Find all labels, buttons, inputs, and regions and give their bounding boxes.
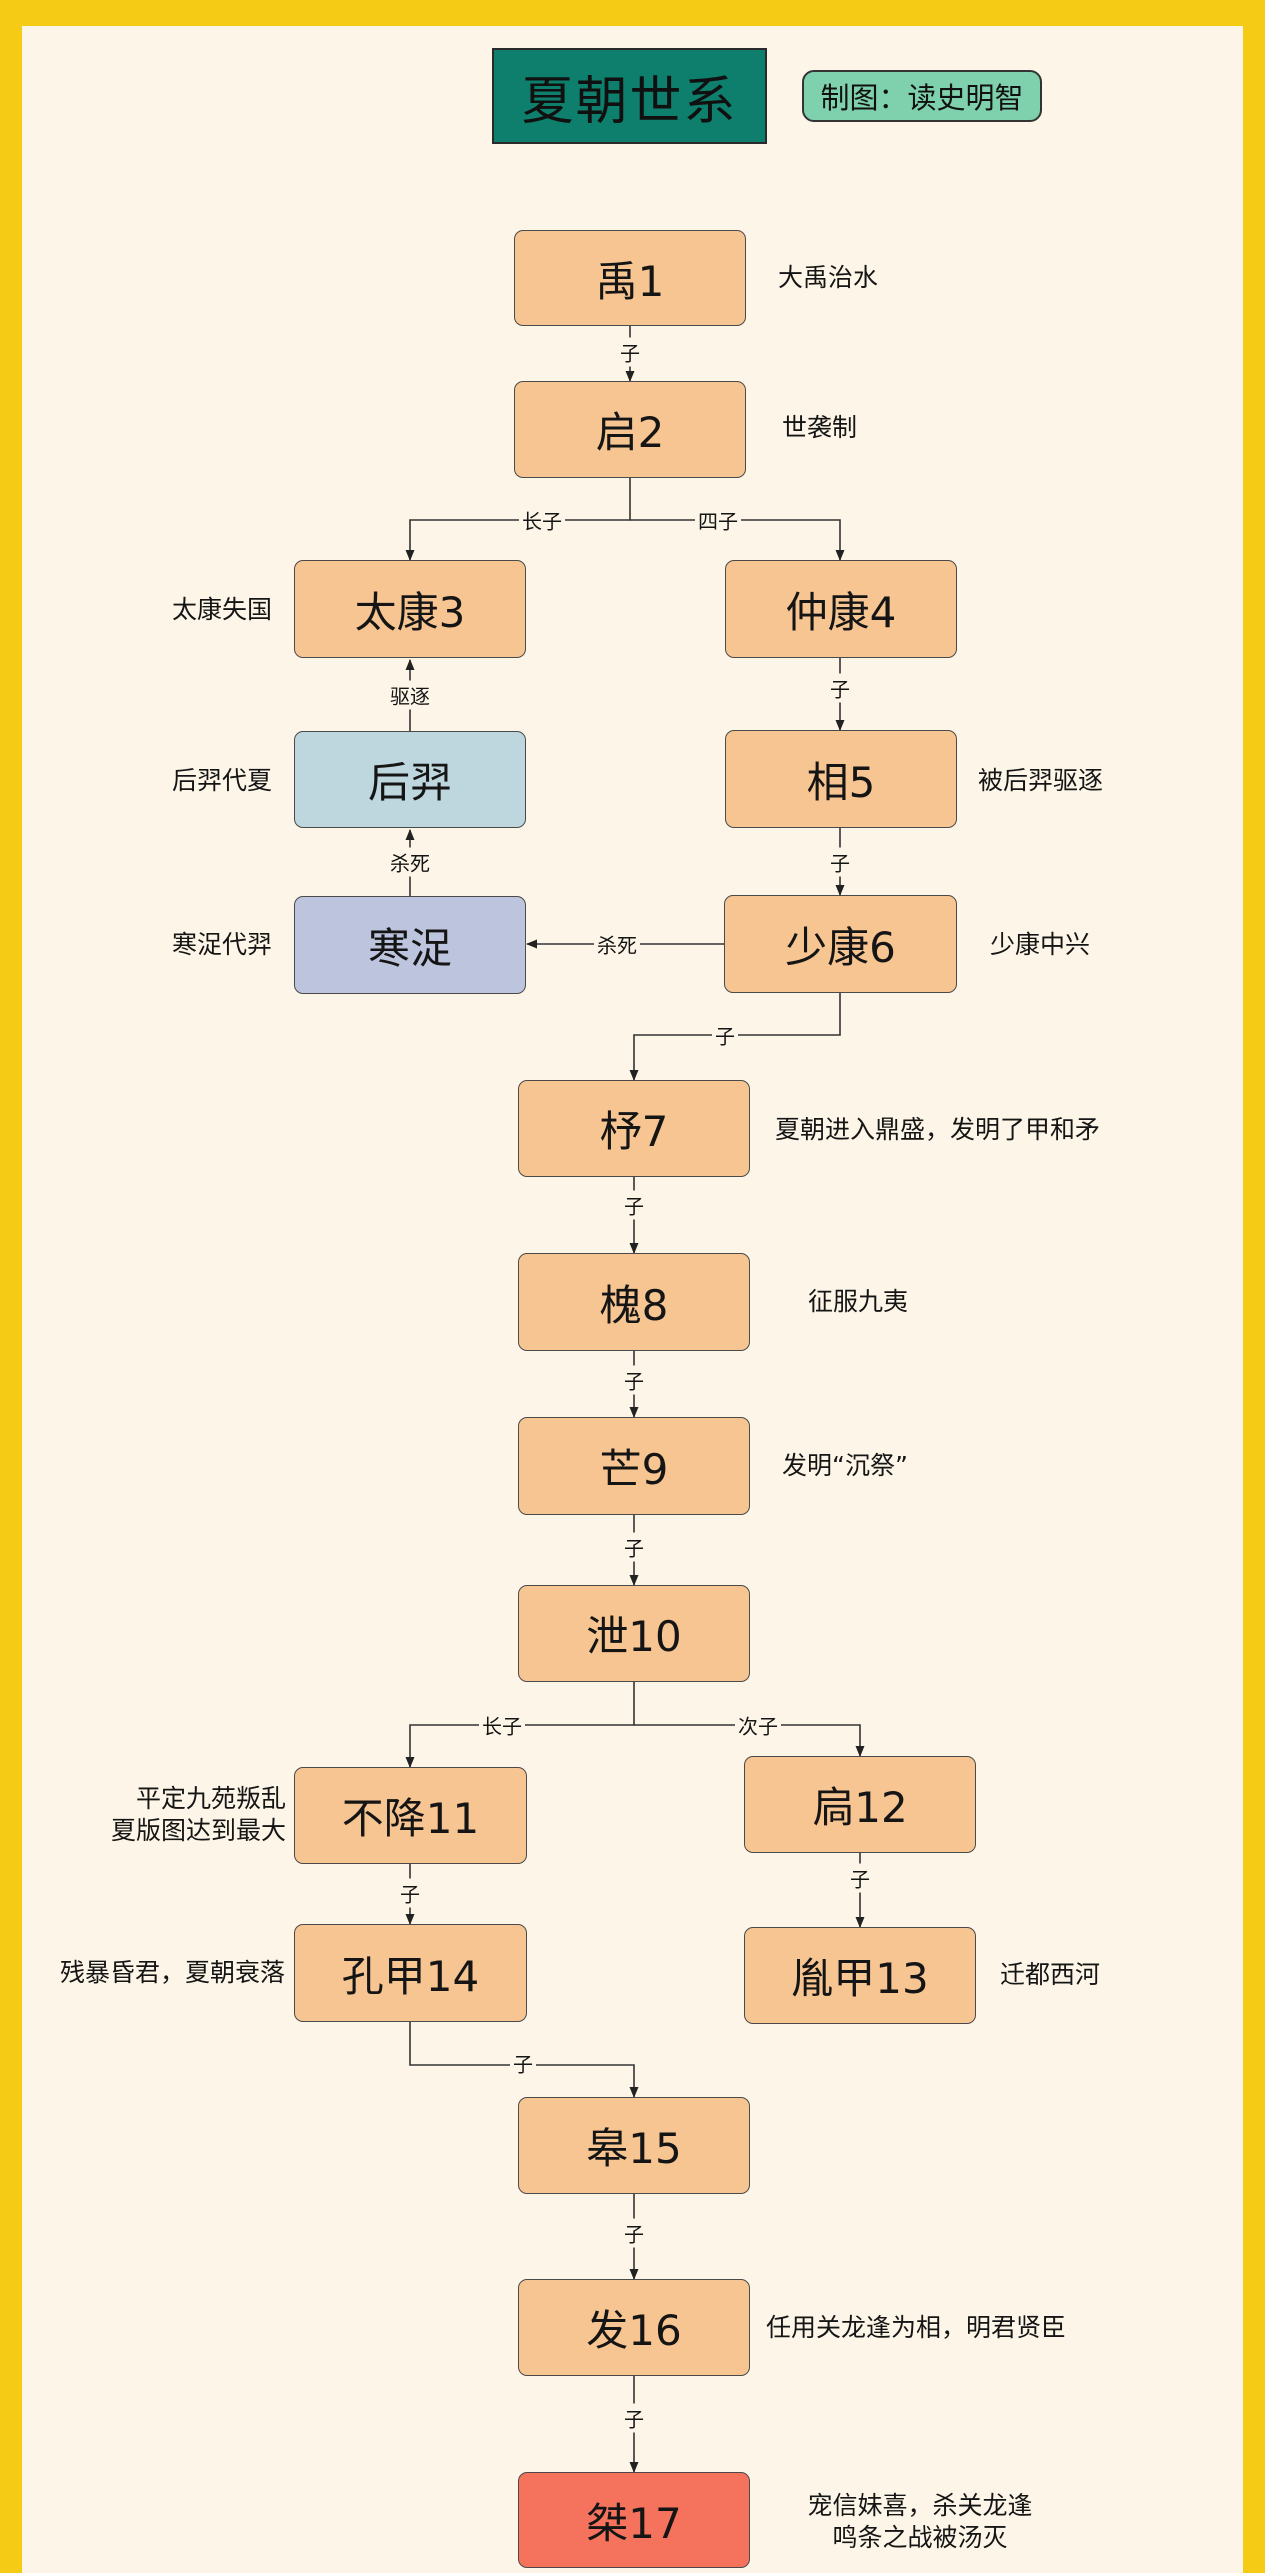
note-taikang: 太康失国 xyxy=(172,595,273,624)
edge-label-zhu-huai: 子 xyxy=(621,1190,647,1220)
edge-label-xie-bujiang: 长子 xyxy=(479,1710,525,1740)
note-qi: 世袭制 xyxy=(782,413,858,442)
credit-badge: 制图：读史明智 xyxy=(802,70,1042,122)
note-houyi: 后羿代夏 xyxy=(172,766,273,795)
node-zhongkang: 仲康4 xyxy=(725,560,957,658)
note-shaokang: 少康中兴 xyxy=(990,930,1091,959)
note-yu: 大禹治水 xyxy=(778,263,879,292)
node-kongjia: 孔甲14 xyxy=(294,1924,527,2022)
edge-label-hanzhuo-houyi: 杀死 xyxy=(387,847,433,877)
edge-label-yu-qi: 子 xyxy=(617,337,643,367)
edge-label-xie-jiong: 次子 xyxy=(735,1710,781,1740)
node-shaokang: 少康6 xyxy=(724,895,957,993)
note-bujiang-line-2: 夏版图达到最大 xyxy=(110,1816,286,1845)
note-jin: 迁都西河 xyxy=(1000,1960,1101,1989)
note-hanzhuo: 寒浞代羿 xyxy=(172,930,273,959)
frame-right xyxy=(1243,0,1265,2573)
node-hanzhuo: 寒浞 xyxy=(294,896,526,994)
note-jie-line-1: 宠信妹喜，杀关龙逢 xyxy=(807,2491,1033,2520)
edge-label-qi-taikang: 长子 xyxy=(519,505,565,535)
note-huai: 征服九夷 xyxy=(808,1287,909,1316)
frame-left xyxy=(0,0,22,2573)
note-bujiang-line-1: 平定九苑叛乱 xyxy=(135,1784,286,1813)
node-bujiang: 不降11 xyxy=(294,1767,527,1864)
edge-label-qi-zhongkang: 四子 xyxy=(695,505,741,535)
edge-label-shaokang-zhu: 子 xyxy=(712,1020,738,1050)
node-xiang: 相5 xyxy=(725,730,957,828)
edge-label-houyi-taikang: 驱逐 xyxy=(387,680,433,710)
node-jie: 桀17 xyxy=(518,2472,750,2568)
edge-label-bujiang-kongjia: 子 xyxy=(397,1878,423,1908)
edge-label-fa-jie: 子 xyxy=(621,2403,647,2433)
note-jie: 宠信妹喜，杀关龙逢 鸣条之战被汤灭 xyxy=(790,2490,1050,2554)
node-yu: 禹1 xyxy=(514,230,746,326)
node-houyi: 后羿 xyxy=(294,731,526,828)
edge-label-kongjia-gao: 子 xyxy=(510,2048,536,2078)
note-xiang: 被后羿驱逐 xyxy=(978,766,1104,795)
node-qi: 启2 xyxy=(514,381,746,478)
edge-label-xiang-shaokang: 子 xyxy=(827,847,853,877)
note-jie-line-2: 鸣条之战被汤灭 xyxy=(832,2523,1008,2552)
node-jiong: 扃12 xyxy=(744,1756,976,1853)
note-bujiang: 平定九苑叛乱 夏版图达到最大 xyxy=(80,1783,286,1847)
node-taikang: 太康3 xyxy=(294,560,526,658)
edge-label-shaokang-hanzhuo: 杀死 xyxy=(594,929,640,959)
node-jin: 胤甲13 xyxy=(744,1927,976,2024)
edge-label-mang-xie: 子 xyxy=(621,1532,647,1562)
note-kongjia: 残暴昏君，夏朝衰落 xyxy=(60,1958,286,1987)
frame-top xyxy=(0,0,1265,26)
note-zhu: 夏朝进入鼎盛，发明了甲和矛 xyxy=(775,1115,1101,1144)
edge-xie-jiong xyxy=(634,1724,865,1757)
node-fa: 发16 xyxy=(518,2279,750,2376)
note-mang: 发明“沉祭” xyxy=(782,1451,908,1480)
node-gao: 皋15 xyxy=(518,2097,750,2194)
edge-label-huai-mang: 子 xyxy=(621,1365,647,1395)
chart-title: 夏朝世系 xyxy=(492,48,767,144)
node-xie: 泄10 xyxy=(518,1585,750,1682)
edge-label-zhongkang-xiang: 子 xyxy=(827,673,853,703)
node-mang: 芒9 xyxy=(518,1417,750,1515)
edge-label-jiong-jin: 子 xyxy=(847,1863,873,1893)
edge-label-gao-fa: 子 xyxy=(621,2218,647,2248)
node-huai: 槐8 xyxy=(518,1253,750,1351)
node-zhu: 杼7 xyxy=(518,1080,750,1177)
note-fa: 任用关龙逢为相，明君贤臣 xyxy=(766,2313,1067,2342)
